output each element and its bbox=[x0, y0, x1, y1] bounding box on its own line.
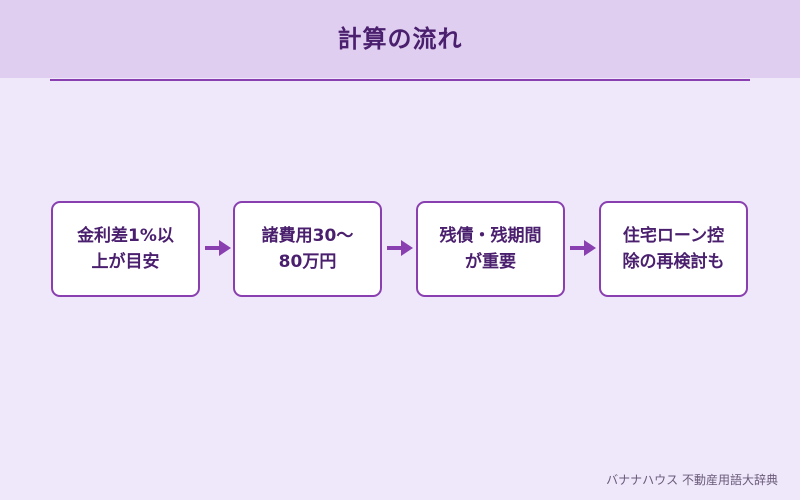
arrow-right-icon bbox=[570, 238, 596, 258]
header-band bbox=[0, 0, 800, 78]
arrow-right-icon bbox=[205, 238, 231, 258]
flow-step-2: 諸費用30～ 80万円 bbox=[233, 201, 382, 297]
flow-step-3-line-1: 残債・残期間 bbox=[439, 226, 542, 246]
flow-step-4-line-2: 除の再検討も bbox=[622, 252, 725, 272]
title-divider bbox=[50, 79, 750, 81]
flow-step-2-line-2: 80万円 bbox=[278, 252, 337, 272]
flow-step-1-line-2: 上が目安 bbox=[91, 252, 160, 272]
flow-step-1: 金利差1%以 上が目安 bbox=[51, 201, 200, 297]
footer-credit: バナナハウス 不動産用語大辞典 bbox=[606, 473, 778, 487]
flow-step-3: 残債・残期間 が重要 bbox=[416, 201, 565, 297]
flow-step-4-line-1: 住宅ローン控 bbox=[622, 226, 725, 246]
flow-step-3-line-2: が重要 bbox=[465, 252, 516, 272]
flow-step-4: 住宅ローン控 除の再検討も bbox=[599, 201, 748, 297]
flow-step-1-line-1: 金利差1%以 bbox=[77, 226, 174, 246]
arrow-right-icon bbox=[387, 238, 413, 258]
flow-step-2-line-1: 諸費用30～ bbox=[261, 226, 354, 246]
page-title: 計算の流れ bbox=[337, 25, 463, 53]
